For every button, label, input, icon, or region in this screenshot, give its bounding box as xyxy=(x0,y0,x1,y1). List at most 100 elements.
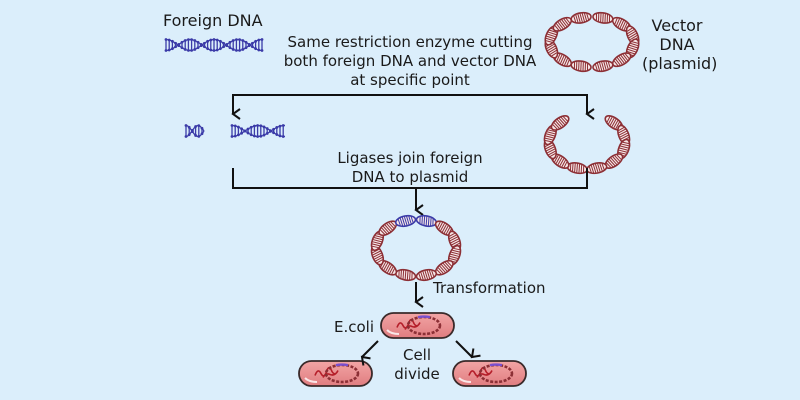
lobe-stripe xyxy=(605,162,612,168)
lobe-stripe xyxy=(577,13,581,23)
lobe-stripe xyxy=(372,239,382,243)
lobe-stripe xyxy=(616,154,622,161)
lobe-stripe xyxy=(579,13,583,23)
lobe-stripe xyxy=(558,54,563,63)
ligase-label: Ligases join foreign DNA to plasmid xyxy=(320,149,500,187)
helix-lobe xyxy=(604,153,624,169)
lobe-stripe xyxy=(422,271,426,280)
lobe-stripe xyxy=(614,58,621,66)
lobe-stripe xyxy=(622,141,630,145)
lobe-stripe xyxy=(406,270,409,280)
helix-lobe xyxy=(570,11,592,24)
lobe-stripe xyxy=(545,144,554,150)
lobe-stripe xyxy=(608,158,616,167)
lobe-stripe xyxy=(613,60,619,67)
lobe-stripe xyxy=(546,148,556,154)
lobe-stripe xyxy=(624,53,630,60)
lobe-stripe xyxy=(556,53,561,62)
lobe-stripe xyxy=(555,155,561,164)
lobe-stripe xyxy=(552,123,558,130)
helix-lobe xyxy=(566,162,588,175)
lobe-stripe xyxy=(545,40,553,43)
lobe-stripe xyxy=(555,120,562,128)
lobe-stripe xyxy=(449,234,457,240)
lobe-stripe xyxy=(629,44,638,49)
lobe-stripe xyxy=(432,218,434,226)
lobe-stripe xyxy=(575,61,578,70)
lobe-stripe xyxy=(606,14,609,23)
lobe-stripe xyxy=(547,129,557,133)
lobe-stripe xyxy=(620,134,629,140)
lobe-stripe xyxy=(376,259,383,264)
vector-plasmid-icon xyxy=(544,11,640,73)
inserted-gene xyxy=(489,363,503,367)
inserted-gene xyxy=(417,315,431,319)
lobe-stripe xyxy=(620,54,627,63)
lobe-stripe xyxy=(546,33,556,38)
lobe-stripe xyxy=(627,29,635,35)
lobe-stripe xyxy=(374,254,383,260)
lobe-stripe xyxy=(561,19,568,27)
lobe-stripe xyxy=(437,221,441,228)
lobe-stripe xyxy=(631,41,639,44)
lobe-stripe xyxy=(559,20,566,29)
transformation-label: Transformation xyxy=(433,279,546,297)
lobe-stripe xyxy=(546,131,556,135)
lobe-stripe xyxy=(598,13,600,22)
lobe-stripe xyxy=(437,266,444,274)
lobe-stripe xyxy=(578,164,581,173)
lobe-stripe xyxy=(373,237,383,241)
lobe-stripe xyxy=(379,229,385,235)
lobe-stripe xyxy=(617,151,627,155)
helix-lobe xyxy=(586,162,608,175)
lobe-stripe xyxy=(559,158,565,167)
lobe-stripe xyxy=(409,271,411,280)
cut-plasmid-icon xyxy=(543,115,631,175)
lobe-stripe xyxy=(597,163,601,173)
lobe-stripe xyxy=(583,13,588,22)
lobe-stripe xyxy=(611,118,617,128)
lobe-stripe xyxy=(546,146,555,152)
lobe-stripe xyxy=(573,15,577,23)
lobe-stripe xyxy=(608,15,611,23)
lobe-stripe xyxy=(549,153,556,158)
lobe-stripe xyxy=(418,272,422,280)
lobe-stripe xyxy=(554,154,559,163)
helix-lobe xyxy=(552,16,573,32)
daughter-cell-left-icon xyxy=(298,360,373,387)
lobe-stripe xyxy=(618,126,625,131)
lobe-stripe xyxy=(423,216,426,226)
lobe-stripe xyxy=(436,268,442,275)
lobe-stripe xyxy=(373,252,382,258)
lobe-stripe xyxy=(621,21,626,30)
lobe-stripe xyxy=(580,61,582,71)
lobe-stripe xyxy=(603,61,607,71)
lobe-stripe xyxy=(381,227,388,234)
backbone-strand xyxy=(232,124,285,138)
lobe-stripe xyxy=(618,55,625,64)
lobe-stripe xyxy=(427,216,430,226)
lobe-stripe xyxy=(628,46,638,51)
lobe-stripe xyxy=(401,217,406,226)
lobe-stripe xyxy=(595,13,597,21)
lobe-stripe xyxy=(441,224,447,233)
lobe-stripe xyxy=(450,251,460,255)
lobe-stripe xyxy=(566,59,570,67)
helix-lobe xyxy=(394,268,417,282)
lobe-stripe xyxy=(607,61,611,69)
daughter-cell-right-icon xyxy=(452,360,527,387)
backbone-strand xyxy=(186,124,205,138)
lobe-stripe xyxy=(545,135,554,139)
lobe-stripe xyxy=(411,272,413,280)
lobe-stripe xyxy=(622,54,629,61)
lobe-stripe xyxy=(558,117,566,126)
vector-dna-label: Vector DNA (plasmid) xyxy=(642,16,717,73)
lobe-stripe xyxy=(601,61,605,71)
lobe-stripe xyxy=(614,155,621,162)
lobe-stripe xyxy=(551,52,558,57)
lobe-stripe xyxy=(406,216,410,225)
ecoli-label: E.coli xyxy=(334,318,375,336)
lobe-stripe xyxy=(563,18,570,26)
lobe-stripe xyxy=(549,29,558,34)
lobe-stripe xyxy=(553,122,560,129)
